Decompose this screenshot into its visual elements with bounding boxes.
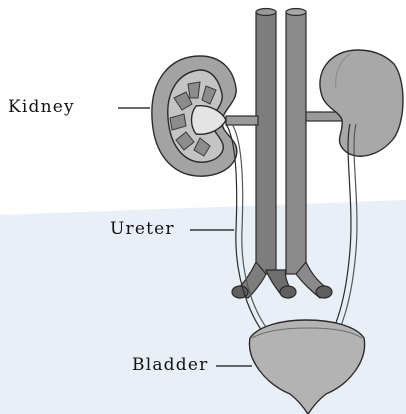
renal-vessel-left <box>226 116 258 125</box>
bladder-label: Bladder <box>132 355 208 375</box>
ureter-label: Ureter <box>110 219 175 239</box>
aorta <box>286 12 306 274</box>
left-kidney <box>152 56 237 176</box>
right-kidney <box>320 50 403 156</box>
vena-cava <box>256 12 276 274</box>
kidney-label: Kidney <box>8 97 75 117</box>
